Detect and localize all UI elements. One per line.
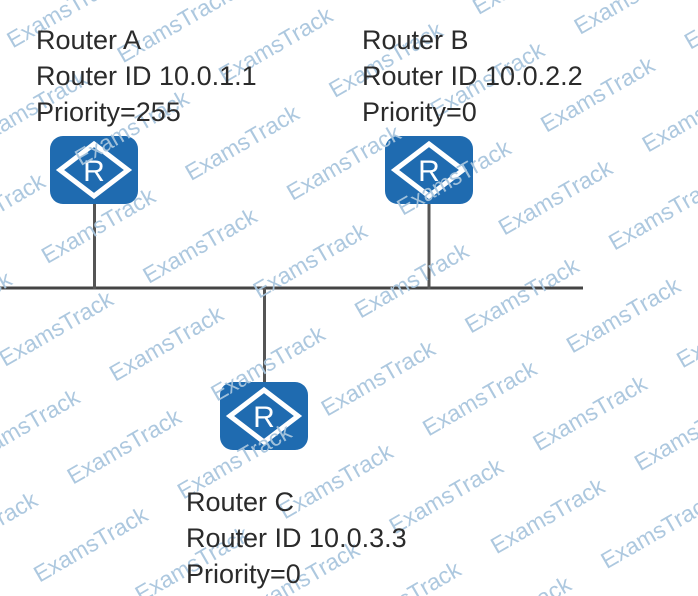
router-b-priority: Priority=0: [362, 97, 477, 127]
router-c-priority: Priority=0: [186, 559, 301, 589]
router-icon[interactable]: R: [385, 136, 473, 204]
router-a-label-block: Router A Router ID 10.0.1.1 Priority=255: [36, 22, 257, 130]
router-a-router-id: Router ID 10.0.1.1: [36, 61, 257, 91]
router-a-priority: Priority=255: [36, 97, 181, 127]
router-b-router-id: Router ID 10.0.2.2: [362, 61, 583, 91]
router-c-router-id: Router ID 10.0.3.3: [186, 523, 407, 553]
svg-text:R: R: [83, 155, 105, 188]
router-icon[interactable]: R: [220, 382, 308, 450]
router-c-name: Router C: [186, 487, 295, 517]
svg-text:R: R: [418, 155, 440, 188]
router-c-label-block: Router C Router ID 10.0.3.3 Priority=0: [186, 484, 407, 592]
router-a-name: Router A: [36, 25, 142, 55]
router-b-name: Router B: [362, 25, 469, 55]
router-icon[interactable]: R: [50, 136, 138, 204]
svg-text:R: R: [253, 401, 275, 434]
router-b-label-block: Router B Router ID 10.0.2.2 Priority=0: [362, 22, 583, 130]
